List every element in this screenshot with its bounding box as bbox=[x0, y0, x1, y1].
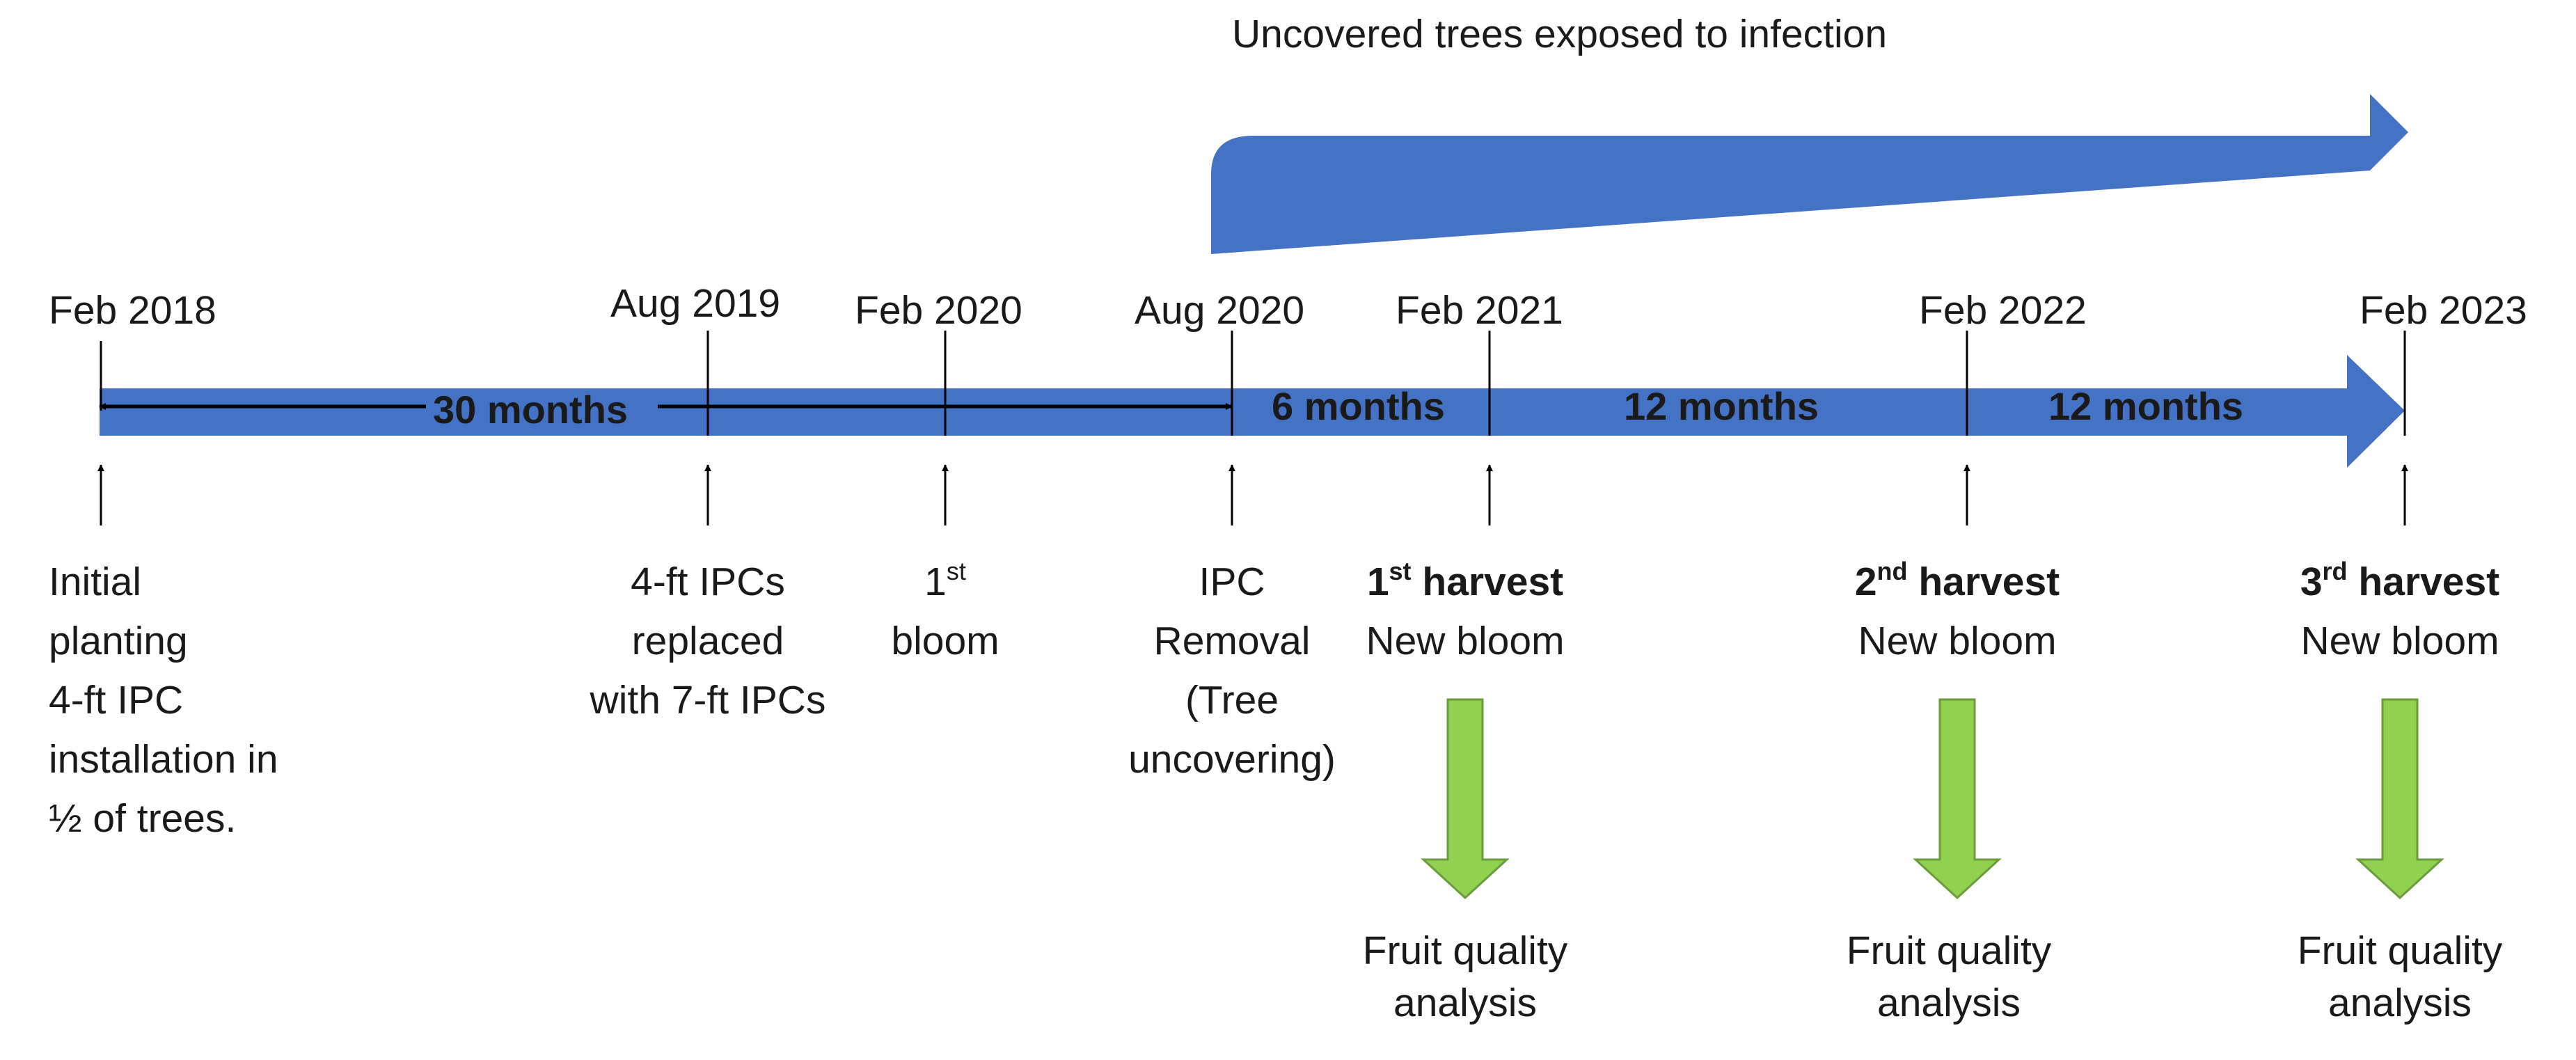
svg-text:uncovering): uncovering) bbox=[1128, 737, 1336, 782]
svg-text:planting: planting bbox=[49, 619, 188, 663]
svg-text:with 7-ft IPCs: with 7-ft IPCs bbox=[590, 678, 826, 722]
exposure-arrow bbox=[1211, 94, 2408, 254]
timeline-arrow bbox=[100, 355, 2405, 468]
duration-12-months-b: 12 months bbox=[2048, 384, 2243, 428]
svg-text:analysis: analysis bbox=[1393, 981, 1537, 1025]
duration-12-months-a: 12 months bbox=[1624, 384, 1819, 428]
date-label-feb-2022: Feb 2022 bbox=[1919, 288, 2087, 333]
svg-text:Initial: Initial bbox=[49, 560, 141, 604]
fruit-quality-arrow-3 bbox=[2355, 698, 2444, 900]
svg-text:Fruit quality: Fruit quality bbox=[1847, 928, 2052, 973]
svg-text:bloom: bloom bbox=[891, 619, 999, 663]
svg-text:installation in: installation in bbox=[49, 737, 278, 782]
svg-text:1st harvest: 1st harvest bbox=[1367, 557, 1563, 604]
svg-text:3rd harvest: 3rd harvest bbox=[2300, 557, 2499, 604]
svg-text:New bloom: New bloom bbox=[2300, 619, 2499, 663]
svg-text:Fruit quality: Fruit quality bbox=[1363, 928, 1568, 973]
svg-text:analysis: analysis bbox=[2328, 981, 2472, 1025]
svg-text:4-ft IPC: 4-ft IPC bbox=[49, 678, 183, 722]
svg-text:replaced: replaced bbox=[632, 619, 784, 663]
event-initial-planting: Initial planting 4-ft IPC installation i… bbox=[49, 560, 278, 841]
duration-6-months: 6 months bbox=[1272, 384, 1445, 428]
svg-text:IPC: IPC bbox=[1199, 560, 1265, 604]
harvest-3: 3rd harvest New bloom Fruit quality anal… bbox=[2298, 557, 2503, 1025]
svg-text:New bloom: New bloom bbox=[1366, 619, 1564, 663]
date-label-feb-2021: Feb 2021 bbox=[1396, 288, 1563, 333]
event-ipc-replacement: 4-ft IPCs replaced with 7-ft IPCs bbox=[590, 560, 826, 722]
event-pointers bbox=[97, 464, 2408, 525]
svg-text:analysis: analysis bbox=[1877, 981, 2021, 1025]
harvest-1: 1st harvest New bloom Fruit quality anal… bbox=[1363, 557, 1568, 1025]
event-ipc-removal: IPC Removal (Tree uncovering) bbox=[1128, 560, 1336, 782]
event-first-bloom: 1st bloom bbox=[891, 557, 999, 663]
svg-text:2nd harvest: 2nd harvest bbox=[1855, 557, 2060, 604]
date-label-feb-2020: Feb 2020 bbox=[855, 288, 1022, 333]
svg-text:Fruit quality: Fruit quality bbox=[2298, 928, 2503, 973]
date-label-feb-2018: Feb 2018 bbox=[49, 288, 216, 333]
harvest-2: 2nd harvest New bloom Fruit quality anal… bbox=[1847, 557, 2060, 1025]
svg-text:Removal: Removal bbox=[1154, 619, 1311, 663]
svg-text:½ of trees.: ½ of trees. bbox=[49, 796, 236, 841]
exposure-label: Uncovered trees exposed to infection bbox=[1232, 12, 1887, 56]
fruit-quality-arrow-2 bbox=[1913, 698, 2002, 900]
svg-text:(Tree: (Tree bbox=[1185, 678, 1279, 722]
svg-text:4-ft IPCs: 4-ft IPCs bbox=[631, 560, 785, 604]
date-label-aug-2020: Aug 2020 bbox=[1135, 288, 1304, 333]
svg-text:New bloom: New bloom bbox=[1858, 619, 2056, 663]
date-label-aug-2019: Aug 2019 bbox=[610, 281, 780, 326]
date-label-feb-2023: Feb 2023 bbox=[2360, 288, 2527, 333]
date-ticks bbox=[100, 331, 2406, 436]
duration-30-months: 30 months bbox=[433, 388, 628, 432]
svg-text:1st: 1st bbox=[924, 557, 966, 604]
fruit-quality-arrow-1 bbox=[1421, 698, 1510, 900]
